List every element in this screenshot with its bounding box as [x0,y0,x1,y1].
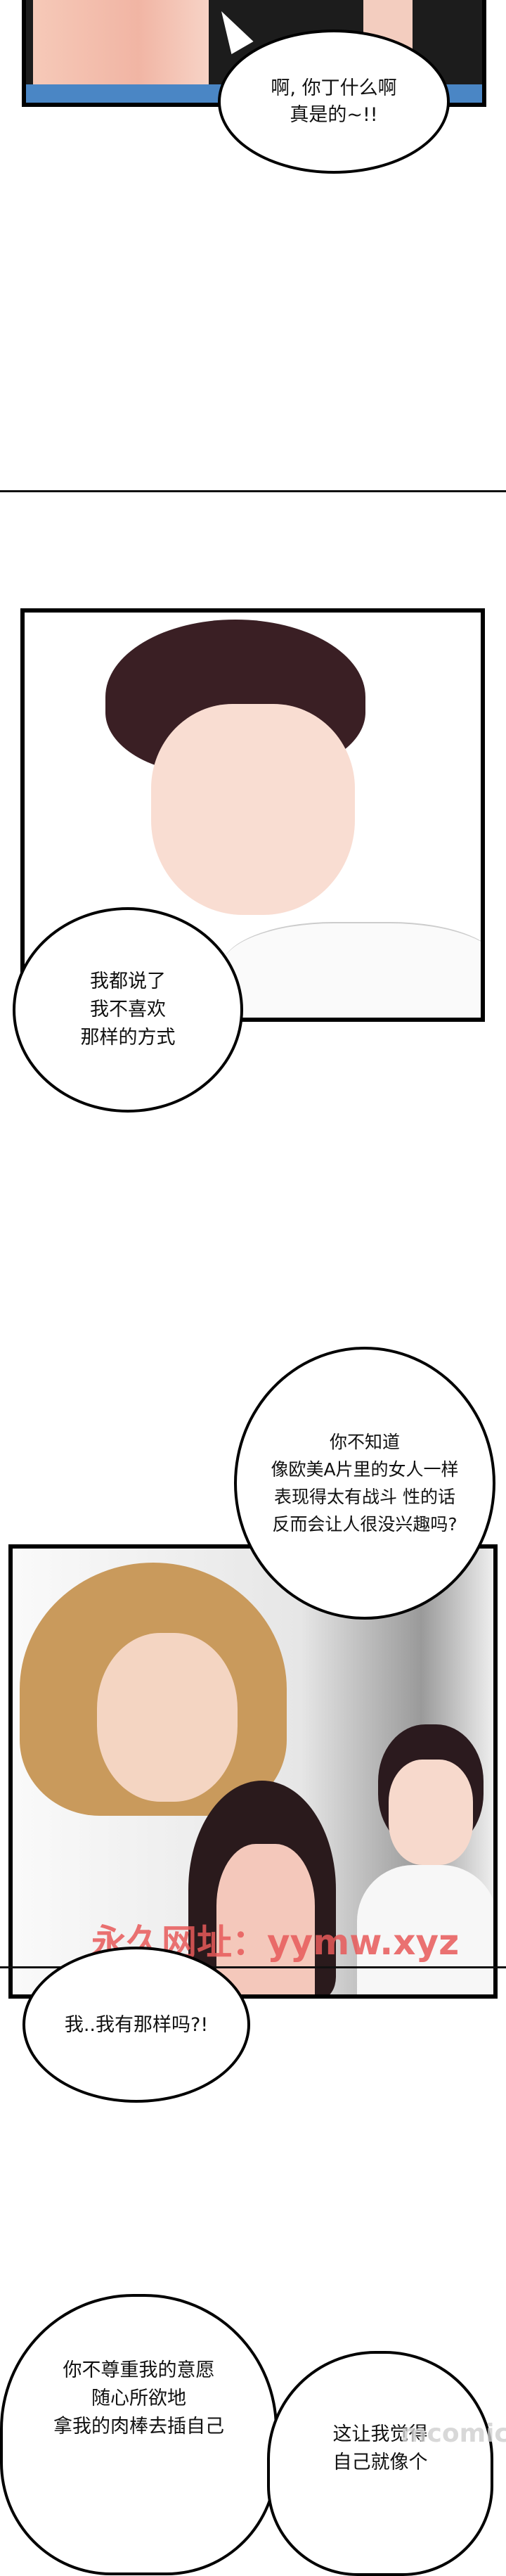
bubble-line: 像欧美A片里的女人一样 [271,1459,459,1480]
character-shirt [221,922,481,1018]
speech-bubble-6: 这让我觉得 自己就像个 [267,2351,493,2576]
page-divider [0,490,506,492]
bubble-line: 你不尊重我的意愿 [63,2359,215,2381]
bubble-line: 啊, 你丁什么啊 [271,77,397,99]
bubble-line: 随心所欲地 [91,2388,186,2409]
bubble-line: 我..我有那样吗?! [64,2014,209,2036]
comic-panel-3 [8,1544,498,1999]
speech-bubble-3: 你不知道 像欧美A片里的女人一样 表现得太有战斗 性的话 反而会让人很没兴趣吗? [234,1347,495,1620]
bubble-line: 这让我觉得 [332,2423,428,2445]
speech-bubble-1: 啊, 你丁什么啊 真是的~!! [218,30,450,174]
blonde-woman-face [97,1633,238,1802]
bubble-line: 真是的~!! [290,103,378,126]
bubble-line: 表现得太有战斗 性的话 [274,1487,455,1507]
bubble-line: 你不知道 [329,1432,400,1452]
bubble-line: 我不喜欢 [90,999,166,1020]
bubble-line: 我都说了 [90,970,166,992]
man-face [389,1760,473,1865]
speech-bubble-2: 我都说了 我不喜欢 那样的方式 [13,907,243,1113]
man-shirt [357,1865,493,1994]
corner-logo: mcomic [401,2419,506,2448]
bubble-line: 反而会让人很没兴趣吗? [272,1514,458,1534]
bubble-line: 自己就像个 [332,2452,428,2473]
overlay-line [0,1966,506,1968]
speech-bubble-4: 我..我有那样吗?! [22,1947,250,2103]
character-face [151,704,355,915]
speech-bubble-5: 你不尊重我的意愿 随心所欲地 拿我的肉棒去插自己 [0,2294,278,2575]
bubble-line: 拿我的肉棒去插自己 [53,2416,224,2437]
dark-haired-woman-body [216,1844,315,1994]
bubble-line: 那样的方式 [80,1027,176,1049]
